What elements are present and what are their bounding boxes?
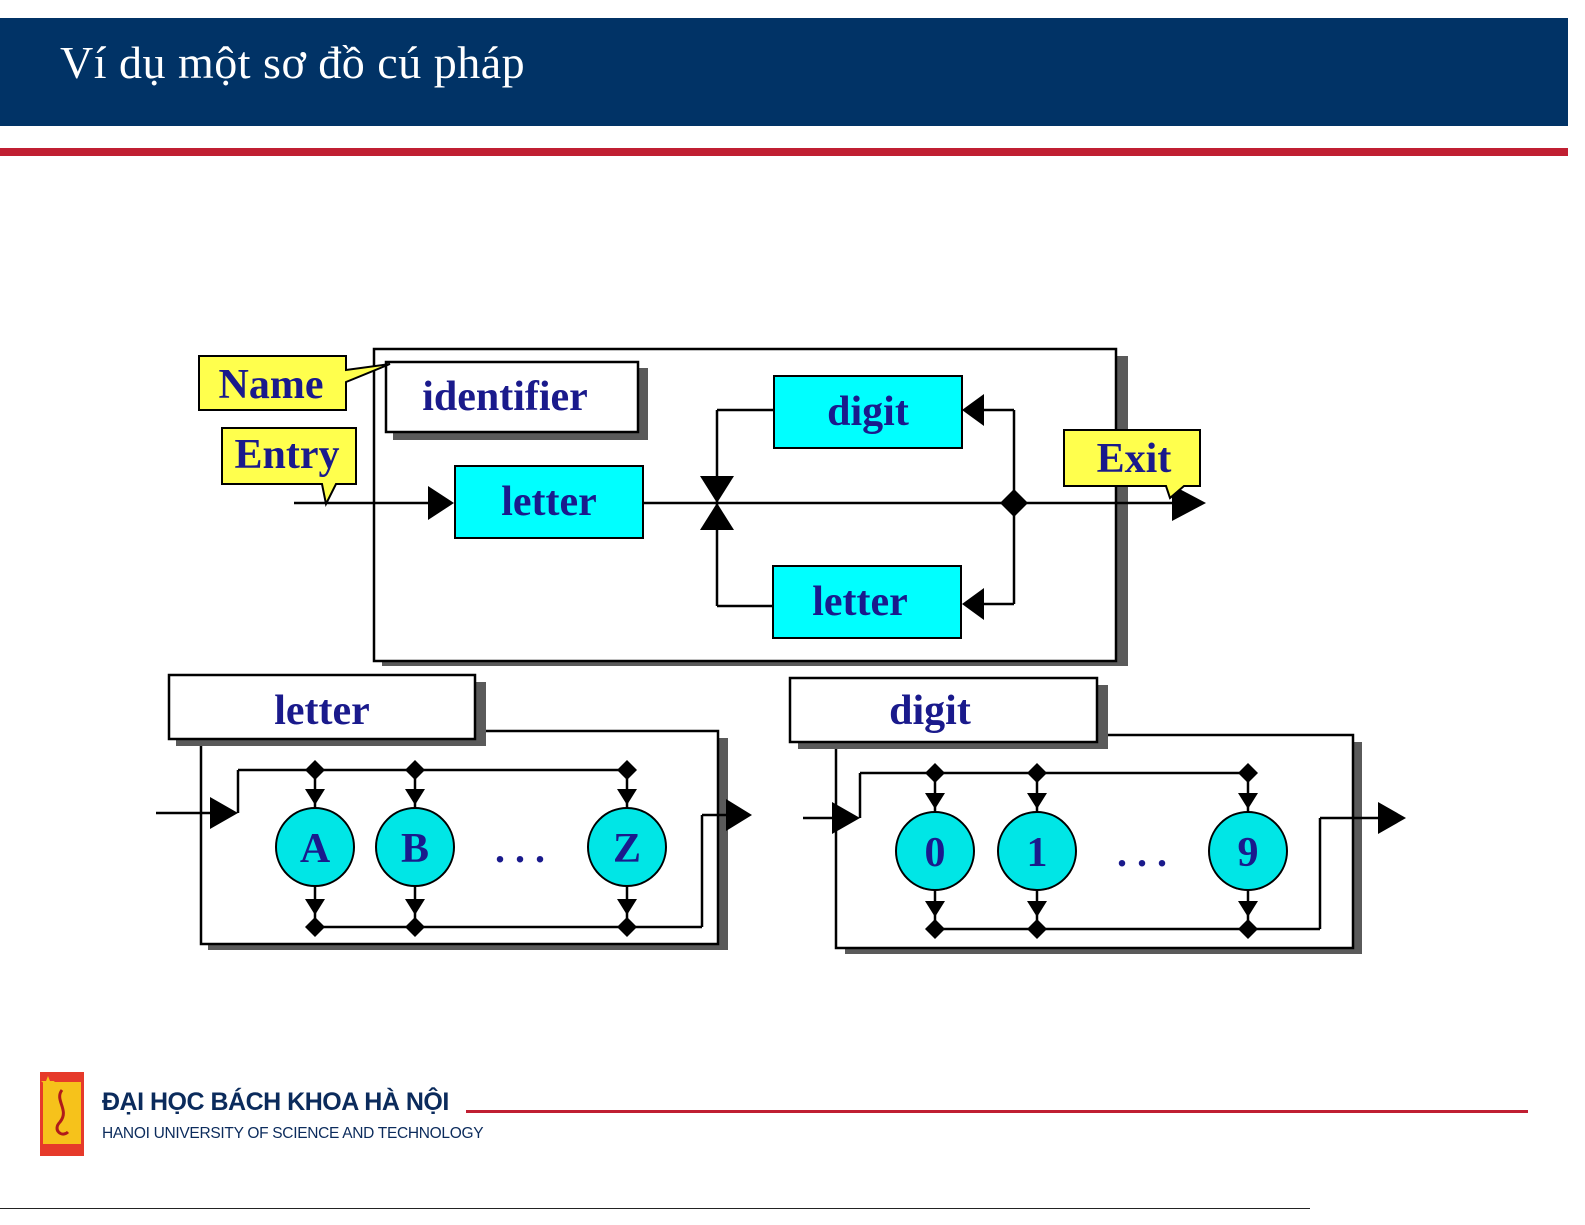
- university-name: ĐẠI HỌC BÁCH KHOA HÀ NỘI: [102, 1088, 449, 1117]
- letter-rule-ellipsis: . . .: [495, 826, 545, 871]
- letter-rule-title: letter: [274, 688, 370, 734]
- letter-box-label: letter: [501, 479, 597, 525]
- footer-red-line: [466, 1110, 1528, 1113]
- university-subtitle: HANOI UNIVERSITY OF SCIENCE AND TECHNOLO…: [102, 1125, 483, 1143]
- digit-box-label: digit: [827, 389, 909, 435]
- digit-rule-ellipsis: . . .: [1117, 830, 1167, 875]
- letter-loop-box-label: letter: [812, 579, 908, 625]
- name-callout: Name: [199, 356, 390, 410]
- digit-rule-node-label: 0: [925, 830, 946, 876]
- letter-rule-diagram: letter A B Z . . .: [156, 675, 752, 950]
- entry-callout: Entry: [222, 428, 356, 504]
- digit-rule-node-label: 1: [1027, 830, 1048, 876]
- entry-callout-label: Entry: [235, 432, 340, 478]
- bottom-line: [0, 1208, 1310, 1209]
- digit-rule-diagram: digit 0 1 9 . . .: [790, 678, 1406, 954]
- letter-rule-node-label: A: [300, 826, 331, 872]
- digit-rule-title: digit: [889, 688, 971, 734]
- identifier-diagram: identifier Name Entry letter: [199, 349, 1206, 666]
- exit-callout-label: Exit: [1097, 436, 1172, 482]
- name-callout-label: Name: [219, 362, 324, 408]
- university-logo: [40, 1072, 84, 1156]
- identifier-title: identifier: [422, 374, 588, 420]
- digit-rule-node-label: 9: [1238, 830, 1259, 876]
- letter-rule-node-label: Z: [613, 826, 641, 872]
- letter-rule-node-label: B: [401, 826, 429, 872]
